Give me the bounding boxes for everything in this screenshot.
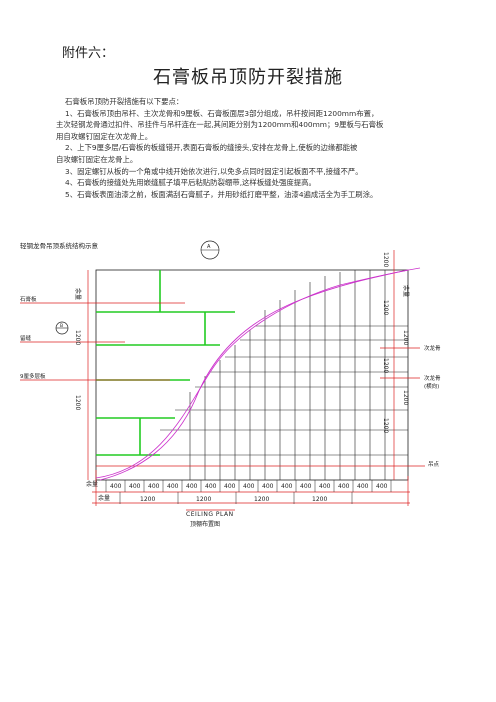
dim-400: 400 — [205, 483, 217, 490]
dim-400: 400 — [186, 483, 198, 490]
vert-right-1200e: 1200 — [402, 390, 409, 405]
red-lines — [20, 250, 425, 511]
paragraph: 用自攻螺钉固定在次龙骨上。 — [56, 131, 153, 141]
vert-right-1200f: 1200 — [382, 418, 389, 433]
dim-400: 400 — [110, 483, 122, 490]
main-keels — [150, 325, 408, 456]
drawing-caption: 轻钢龙骨吊顶系统结构示意 — [20, 241, 99, 250]
attachment-label: 附件六： — [62, 46, 115, 61]
label-transverse: (横向) — [424, 382, 439, 390]
label-hanger: 吊点 — [428, 461, 440, 468]
dim-400: 400 — [262, 483, 274, 490]
vert-left-1200: 1200 — [74, 330, 81, 345]
vert-right-1200d: 1200 — [382, 358, 389, 373]
dim-1200: 1200 — [196, 496, 211, 503]
plan-subtitle: 顶棚布置图 — [190, 520, 220, 528]
dim-400: 400 — [243, 483, 255, 490]
label-second-keel: 次龙骨 — [424, 344, 441, 352]
paragraph: 1、石膏板吊顶由吊杆、主次龙骨和9厘板、石膏板面层3部分组成，吊杆按间距1200… — [65, 108, 379, 118]
dim-1200: 1200 — [312, 496, 327, 503]
paragraph: 自攻螺钉固定在龙骨上。 — [56, 154, 138, 164]
paragraph: 5、石膏板表面油漆之前，板面满刮石膏腻子，并用砂纸打磨平整，油漆4遍成活全为手工… — [65, 189, 378, 199]
vert-right-1200c: 1200 — [402, 330, 409, 345]
vert-left-top: 余量 — [74, 288, 82, 300]
vert-right-top: 余量 — [402, 285, 410, 297]
label-ply: 9厘多层板 — [20, 372, 46, 380]
paragraph: 4、石膏板的接缝处先用嵌缝腻子填平后粘贴防裂绷带,这样板缝处强度提高。 — [65, 178, 316, 188]
dim-400: 400 — [338, 483, 350, 490]
marker-a-label: A — [207, 244, 211, 250]
body-text: 石膏板吊顶防开裂措施有以下要点： 1、石膏板吊顶由吊杆、主次龙骨和9厘板、石膏板… — [56, 96, 456, 200]
dim-400: 400 — [281, 483, 293, 490]
curve-boundary-2 — [95, 267, 421, 479]
secondary-keels — [189, 270, 386, 480]
vert-right-1200a: 1200 — [382, 252, 389, 267]
dim-400-row: 400 400 400 400 400 400 400 400 400 400 … — [110, 483, 388, 490]
label-second-keel-h: 次龙骨 — [424, 374, 441, 382]
vert-left-1200b: 1200 — [74, 395, 81, 410]
dim-400: 400 — [148, 483, 160, 490]
dim-spare: 余量 — [86, 480, 98, 488]
green-seams — [96, 270, 235, 456]
dim-400: 400 — [129, 483, 141, 490]
marker-b-label: B — [60, 323, 63, 329]
plan-title: CEILING PLAN — [186, 511, 234, 518]
curve-boundary — [99, 269, 409, 481]
paragraph: 3、固定螺钉从板的一个角或中线开始依次进行,以免多点同时固定引起板面不平,接缝不… — [65, 166, 363, 176]
dim-spare-2: 余量 — [98, 494, 110, 502]
dim-400: 400 — [167, 483, 179, 490]
paragraph: 主次轻钢龙骨通过扣件、吊挂件与吊杆连在一起,其间距分别为1200mm和400mm… — [56, 120, 384, 130]
label-gypsum: 石膏板 — [20, 295, 37, 303]
dim-ticks — [105, 480, 392, 492]
paragraph: 石膏板吊顶防开裂措施有以下要点： — [65, 97, 184, 106]
dim-400: 400 — [300, 483, 312, 490]
vert-right-1200b: 1200 — [382, 300, 389, 315]
label-seam: 留缝 — [20, 334, 32, 342]
page-title: 石膏板吊顶防开裂措施 — [153, 67, 343, 88]
dim-1200: 1200 — [140, 496, 155, 503]
plan-frame — [95, 269, 409, 481]
dim-400: 400 — [319, 483, 331, 490]
dim-1200: 1200 — [254, 496, 269, 503]
paragraph: 2、上下9厘多层/石膏板的板缝错开,表面石膏板的缝接头,安排在龙骨上,使板的边缘… — [65, 143, 358, 153]
dim-400: 400 — [357, 483, 369, 490]
dim-400: 400 — [376, 483, 388, 490]
dim-400: 400 — [224, 483, 236, 490]
